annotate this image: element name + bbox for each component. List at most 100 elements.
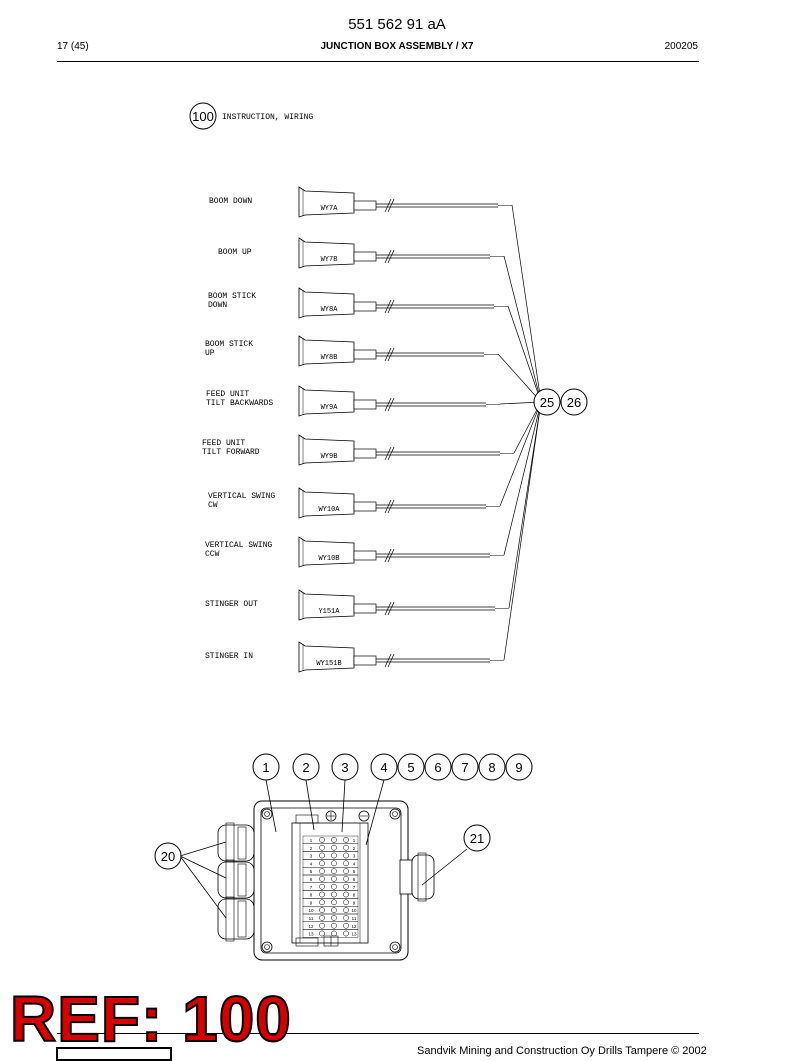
callout-21[interactable]: 21: [463, 824, 491, 852]
connector-housing: [298, 641, 355, 673]
connector-housing: [298, 385, 355, 417]
connector-tag: Y151A: [318, 608, 340, 616]
terminal-number: 2: [310, 846, 313, 851]
callout-2[interactable]: 2: [292, 753, 320, 781]
wire-label: BOOM STICK: [208, 292, 256, 301]
connector-housing: [298, 434, 355, 466]
wire-label: VERTICAL SWING: [205, 541, 272, 550]
callout-4[interactable]: 4: [370, 753, 398, 781]
terminal-number: 5: [310, 869, 313, 874]
terminal: 11 11: [302, 913, 359, 923]
connector-tag: WY9B: [321, 453, 338, 461]
svg-text:2: 2: [302, 760, 309, 775]
terminal-number: 1: [310, 838, 313, 843]
ref-label: REF: 100: [9, 982, 292, 1056]
callout-1[interactable]: 1: [252, 753, 280, 781]
connector-housing: [298, 287, 355, 319]
page-indicator: 17 (45): [57, 41, 89, 52]
callout-8[interactable]: 8: [478, 753, 506, 781]
document-date: 200205: [664, 41, 698, 52]
wire-label-line2: CW: [208, 501, 218, 510]
callout-20[interactable]: 20: [154, 842, 182, 870]
terminal-number: 11: [352, 916, 357, 921]
terminal-number: 3: [310, 854, 313, 859]
fan-line: [499, 401, 542, 507]
svg-text:4: 4: [380, 760, 387, 775]
footer-copyright: Sandvik Mining and Construction Oy Drill…: [417, 1045, 707, 1057]
callout-9[interactable]: 9: [505, 753, 533, 781]
terminal-number: 9: [310, 900, 313, 905]
connector-housing: [298, 186, 355, 218]
terminal-number: 11: [309, 916, 314, 921]
instruction-callout-number: 100: [192, 109, 214, 124]
fan-line: [503, 255, 542, 403]
right-cable-gland: [399, 852, 435, 902]
callout-5[interactable]: 5: [397, 753, 425, 781]
svg-text:26: 26: [567, 395, 581, 410]
footer-divider: [57, 1033, 699, 1034]
wire-label: STINGER IN: [205, 652, 253, 661]
terminal-number: 13: [351, 932, 357, 937]
callout-25[interactable]: 25: [533, 388, 561, 416]
svg-text:21: 21: [470, 831, 484, 846]
fan-line: [513, 401, 542, 454]
document-number: 551 562 91 aA: [348, 16, 446, 33]
connector-tag: WY9A: [321, 404, 339, 412]
terminal-number: 6: [310, 877, 313, 882]
connector-tag: WY7A: [321, 205, 339, 213]
svg-text:5: 5: [407, 760, 414, 775]
wire-label: BOOM STICK: [205, 340, 253, 349]
wire-label: FEED UNIT: [206, 390, 249, 399]
fan-line: [508, 401, 542, 609]
terminal: 13 13: [302, 929, 359, 938]
svg-text:7: 7: [461, 760, 468, 775]
terminal-number: 13: [308, 932, 314, 937]
left-cable-glands: [217, 822, 255, 942]
terminal-number: 12: [308, 924, 314, 929]
terminal-number: 6: [353, 877, 356, 882]
wire-label: BOOM DOWN: [209, 197, 252, 206]
terminal-number: 8: [353, 893, 356, 898]
terminal-number: 5: [353, 869, 356, 874]
callout-26[interactable]: 26: [560, 388, 588, 416]
wire-label: BOOM UP: [218, 248, 252, 257]
terminal-number: 2: [353, 846, 356, 851]
wire-label-line2: UP: [205, 349, 215, 358]
fan-line: [503, 401, 542, 556]
svg-text:6: 6: [434, 760, 441, 775]
svg-text:1: 1: [262, 760, 269, 775]
callout-6[interactable]: 6: [424, 753, 452, 781]
terminal-number: 4: [353, 861, 356, 866]
svg-text:25: 25: [540, 395, 554, 410]
wire-label-line2: DOWN: [208, 301, 227, 310]
connector-housing: [298, 487, 355, 519]
fan-line: [511, 204, 542, 403]
terminal-number: 10: [351, 908, 357, 913]
instruction-callout[interactable]: 100: [189, 102, 217, 130]
svg-text:9: 9: [515, 760, 522, 775]
wire-label: STINGER OUT: [205, 600, 258, 609]
connector-tag: WY10A: [318, 506, 340, 514]
connector-tag: WY10B: [318, 555, 339, 563]
wire-label: FEED UNIT: [202, 439, 245, 448]
connector-housing: [298, 335, 355, 367]
callout-3[interactable]: 3: [331, 753, 359, 781]
terminal-number: 3: [353, 854, 356, 859]
terminal-number: 8: [310, 893, 313, 898]
svg-text:8: 8: [488, 760, 495, 775]
callout-7[interactable]: 7: [451, 753, 479, 781]
terminal-number: 10: [308, 908, 314, 913]
